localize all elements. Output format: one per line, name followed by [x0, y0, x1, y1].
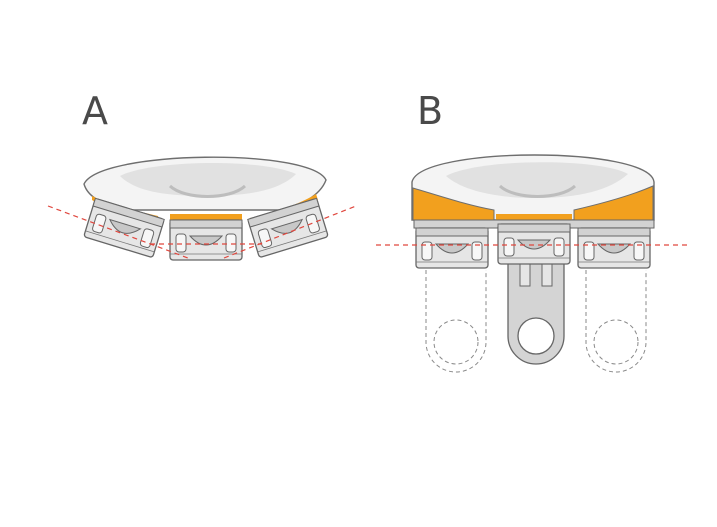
panel-b-ghost-arm-right: [585, 270, 647, 373]
panel-b-orange-center: [496, 214, 572, 220]
panel-a-orange-center: [170, 214, 242, 220]
panel-b-unit-left: [415, 227, 489, 269]
panel-a-dashed-line-right: [223, 205, 357, 259]
panel-b-orange-left: [412, 187, 495, 221]
panel-label-b: B: [417, 89, 444, 133]
panel-a-unit-center: [169, 219, 243, 261]
panel-b-unit-right: [577, 227, 651, 269]
panel-a-crown: [83, 156, 327, 211]
panel-b-center-arm: [507, 249, 565, 365]
panel-a-dashed-line-left: [47, 205, 189, 259]
panel-label-a: A: [82, 89, 108, 133]
panel-b-unit-center: [497, 223, 571, 265]
panel-b-orange-right: [573, 185, 654, 221]
panel-b-crown: [411, 154, 655, 221]
panel-b-ghost-arm-left: [425, 270, 487, 373]
panel-a-group: [47, 156, 357, 261]
panel-b-group: [376, 154, 688, 373]
